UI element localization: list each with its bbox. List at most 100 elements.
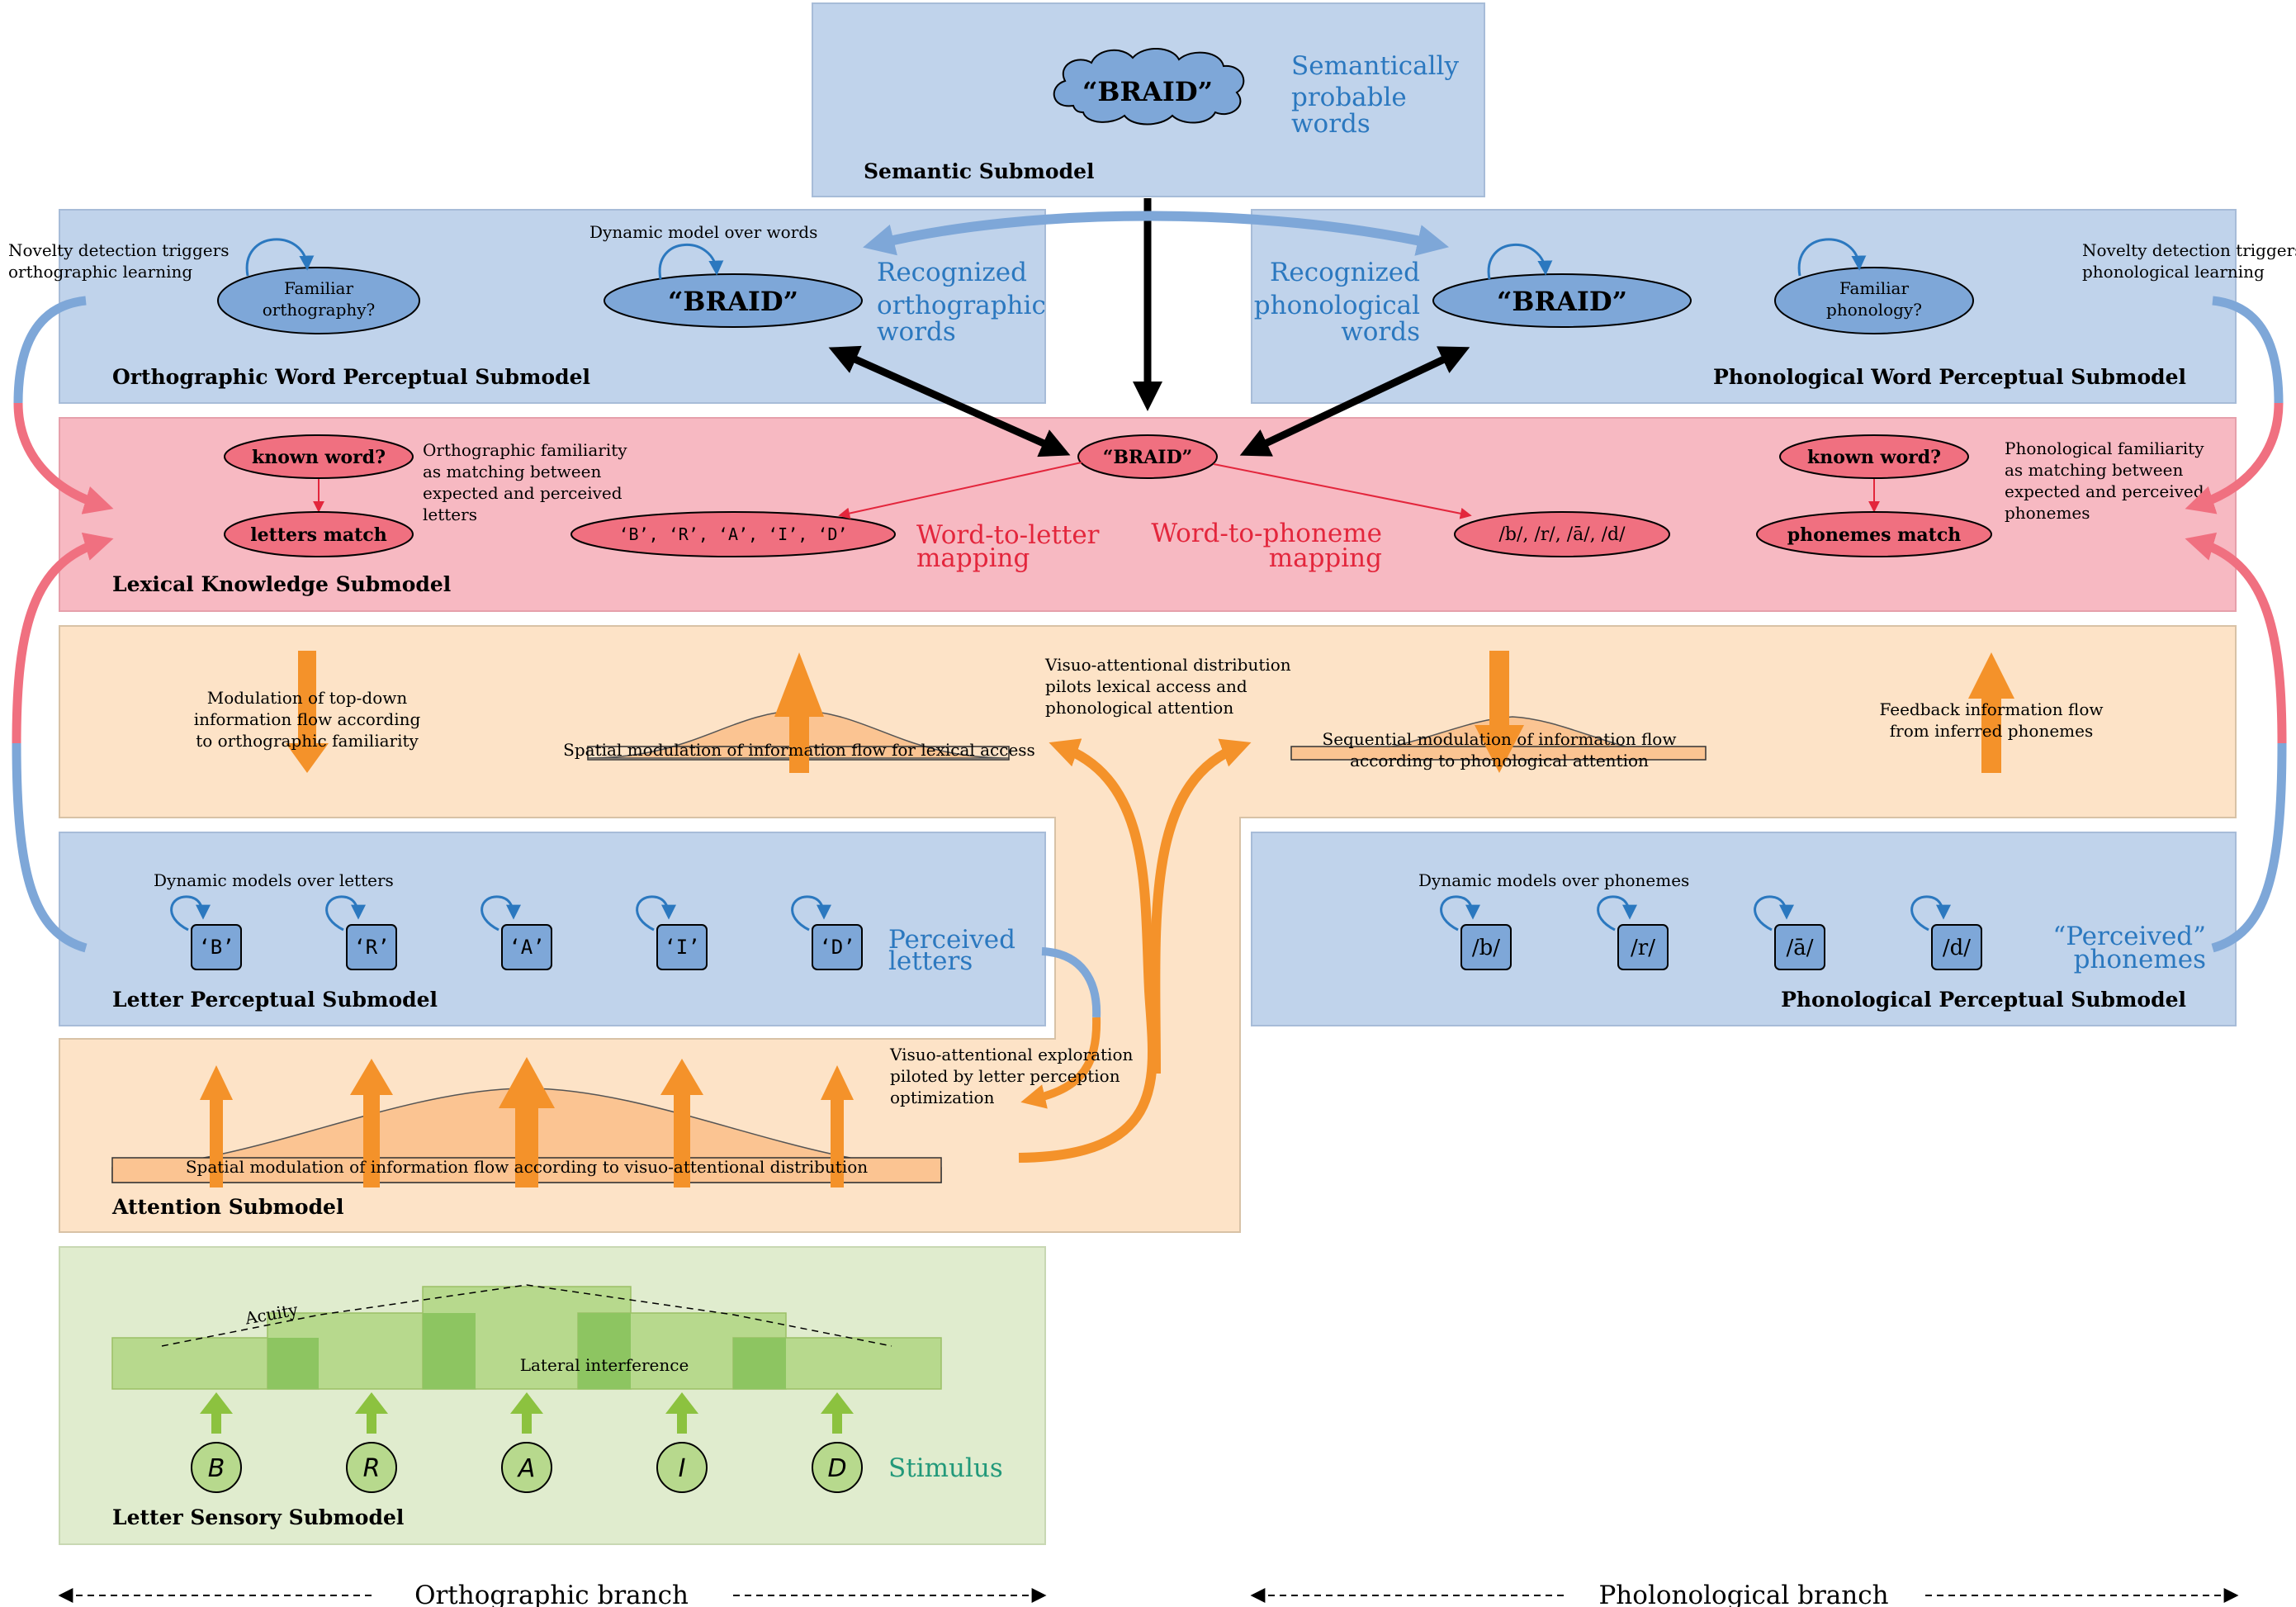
ortho-side-label-3: words (877, 317, 956, 347)
stimulus-label: Stimulus (888, 1453, 1003, 1483)
known-word-right-text: known word? (1807, 447, 1941, 468)
phoneme-node-r: /r/ (1597, 895, 1669, 970)
ortho-side-label-2: orthographic (877, 291, 1046, 320)
familiar-orthography-node (217, 267, 420, 334)
word-phoneme-label-2: mapping (1269, 543, 1382, 573)
attention-arrow-b (200, 1065, 233, 1187)
phono-dynamic-label: Dynamic models over phonemes (1418, 870, 1689, 890)
lexical-word-node-text: “BRAID” (1103, 447, 1193, 468)
familiar-phonology-line2: phonology? (1826, 300, 1922, 320)
phono-side-label-3: words (1341, 317, 1420, 347)
phono-word-loop (1487, 244, 1553, 280)
exploration-note-3: optimization (890, 1088, 995, 1107)
feedback-note-2: from inferred phonemes (1890, 721, 2093, 741)
ortho-word-node-text: “BRAID” (668, 286, 798, 317)
letter-d: ‘D’ (819, 936, 854, 959)
perceived-letters-label-2: letters (888, 946, 973, 976)
ortho-letters-loop-blue (12, 742, 88, 953)
phoneme-d: /d/ (1943, 936, 1971, 960)
ortho-word-loop (658, 244, 724, 280)
lexical-title: Lexical Knowledge Submodel (112, 572, 451, 596)
stimulus-letter-r: R (363, 1454, 381, 1483)
phono-word-node-text: “BRAID” (1497, 286, 1627, 317)
phoneme-r: /r/ (1631, 936, 1655, 960)
visuo-to-phono-curve (1150, 738, 1252, 1074)
phono-novelty-note-1: Novelty detection triggers (2082, 240, 2296, 260)
word-phoneme-label-1: Word-to-phoneme (1151, 519, 1382, 548)
phono-attention-arrow (1475, 651, 1524, 773)
letter-node-a: ‘A’ (481, 895, 552, 970)
phono-side-label-2: phonological (1254, 291, 1420, 320)
exploration-note-1: Visuo-attentional exploration (889, 1045, 1133, 1064)
lexical-access-arrow (774, 652, 824, 773)
semantic-cloud-word: “BRAID” (1082, 76, 1213, 107)
stimulus-circle-r: R (346, 1442, 397, 1493)
letters-node-text: ‘B’, ‘R’, ‘A’, ‘I’, ‘D’ (619, 524, 848, 544)
phono-familiarity-note-4: phonemes (2005, 503, 2090, 523)
perceived-phonemes-label-2: phonemes (2074, 945, 2206, 974)
topdown-note-3: to orthographic familiarity (196, 731, 419, 751)
lexical-access-label: Spatial modulation of information flow f… (563, 740, 1035, 760)
familiar-phonology-loop (1797, 238, 1867, 277)
ortho-novelty-loop-blue (13, 296, 87, 404)
phono-novelty-loop-pink (2185, 402, 2284, 514)
letter-node-d: ‘D’ (791, 895, 863, 970)
attention-arrow-i (660, 1059, 703, 1187)
letter-b: ‘B’ (198, 936, 234, 959)
stimulus-circle-b: B (191, 1442, 242, 1493)
familiar-phonology-line1: Familiar (1839, 278, 1910, 298)
sequential-label-2: according to phonological attention (1350, 751, 1649, 770)
phono-side-label-1: Recognized (1270, 258, 1420, 287)
letter-node-i: ‘I’ (636, 895, 708, 970)
phoneme-a: /ā/ (1786, 936, 1813, 960)
word-letter-label-2: mapping (916, 543, 1030, 573)
ortho-novelty-note-1: Novelty detection triggers (8, 240, 229, 260)
ortho-familiarity-note-2: as matching between (423, 462, 601, 481)
stimulus-circle-a: A (501, 1442, 552, 1493)
semantic-cloud (1053, 47, 1245, 126)
phono-word-title: Phonological Word Perceptual Submodel (1713, 365, 2186, 389)
familiar-phonology-node (1774, 267, 1974, 334)
phono-word-node (1432, 273, 1692, 328)
topdown-note-2: information flow according (194, 709, 421, 729)
letter-a: ‘A’ (509, 936, 544, 959)
ortho-side-label-1: Recognized (877, 258, 1027, 287)
phono-branch-label: Pholonological branch (1598, 1581, 1888, 1607)
attention-spatial-label: Spatial modulation of information flow a… (186, 1157, 868, 1177)
word-to-phonemes-arrow (1213, 463, 1472, 519)
phoneme-node-d: /d/ (1910, 895, 1982, 970)
letters-match-node (224, 511, 414, 557)
attention-arrow-d (821, 1065, 854, 1187)
semantic-title: Semantic Submodel (864, 159, 1094, 183)
phono-phonemes-loop-pink (2185, 532, 2287, 744)
stimulus-circle-d: D (812, 1442, 863, 1493)
feedback-arrow (1968, 652, 2014, 773)
ortho-word-node (604, 273, 863, 328)
attention-arrow-r (350, 1059, 393, 1187)
letter-perceptual-title: Letter Perceptual Submodel (112, 988, 438, 1012)
phonemes-match-node (1756, 511, 1992, 557)
letters-match-text: letters match (250, 524, 386, 546)
ortho-lexical-arrow (828, 345, 1071, 457)
familiar-orthography-line1: Familiar (284, 278, 354, 298)
stimulus-letter-i: I (679, 1454, 686, 1483)
known-word-left-text: known word? (252, 447, 386, 468)
ortho-branch-label: Orthographic branch (414, 1581, 689, 1607)
topdown-modulation-arrow (286, 651, 329, 773)
visuo-distribution-note-1: Visuo-attentional distribution (1044, 655, 1291, 675)
semantic-side-label-2: probable (1291, 83, 1407, 112)
ortho-letters-loop-pink (12, 532, 114, 744)
phono-phonemes-loop-blue (2211, 742, 2287, 953)
stimulus-letter-a: A (517, 1454, 536, 1483)
phono-perceptual-title: Phonological Perceptual Submodel (1781, 988, 2186, 1012)
letters-attention-curve-orange (1020, 1017, 1101, 1109)
interference-boxes (111, 1286, 942, 1390)
lateral-interference-label: Lateral interference (520, 1355, 689, 1375)
ortho-familiarity-note-4: letters (423, 505, 477, 524)
ortho-familiarity-note-3: expected and perceived (423, 483, 623, 503)
ortho-word-title: Orthographic Word Perceptual Submodel (112, 365, 590, 389)
phonemes-match-text: phonemes match (1787, 524, 1961, 546)
words-link-arc (863, 211, 1450, 256)
semantic-side-label-3: words (1291, 109, 1370, 139)
